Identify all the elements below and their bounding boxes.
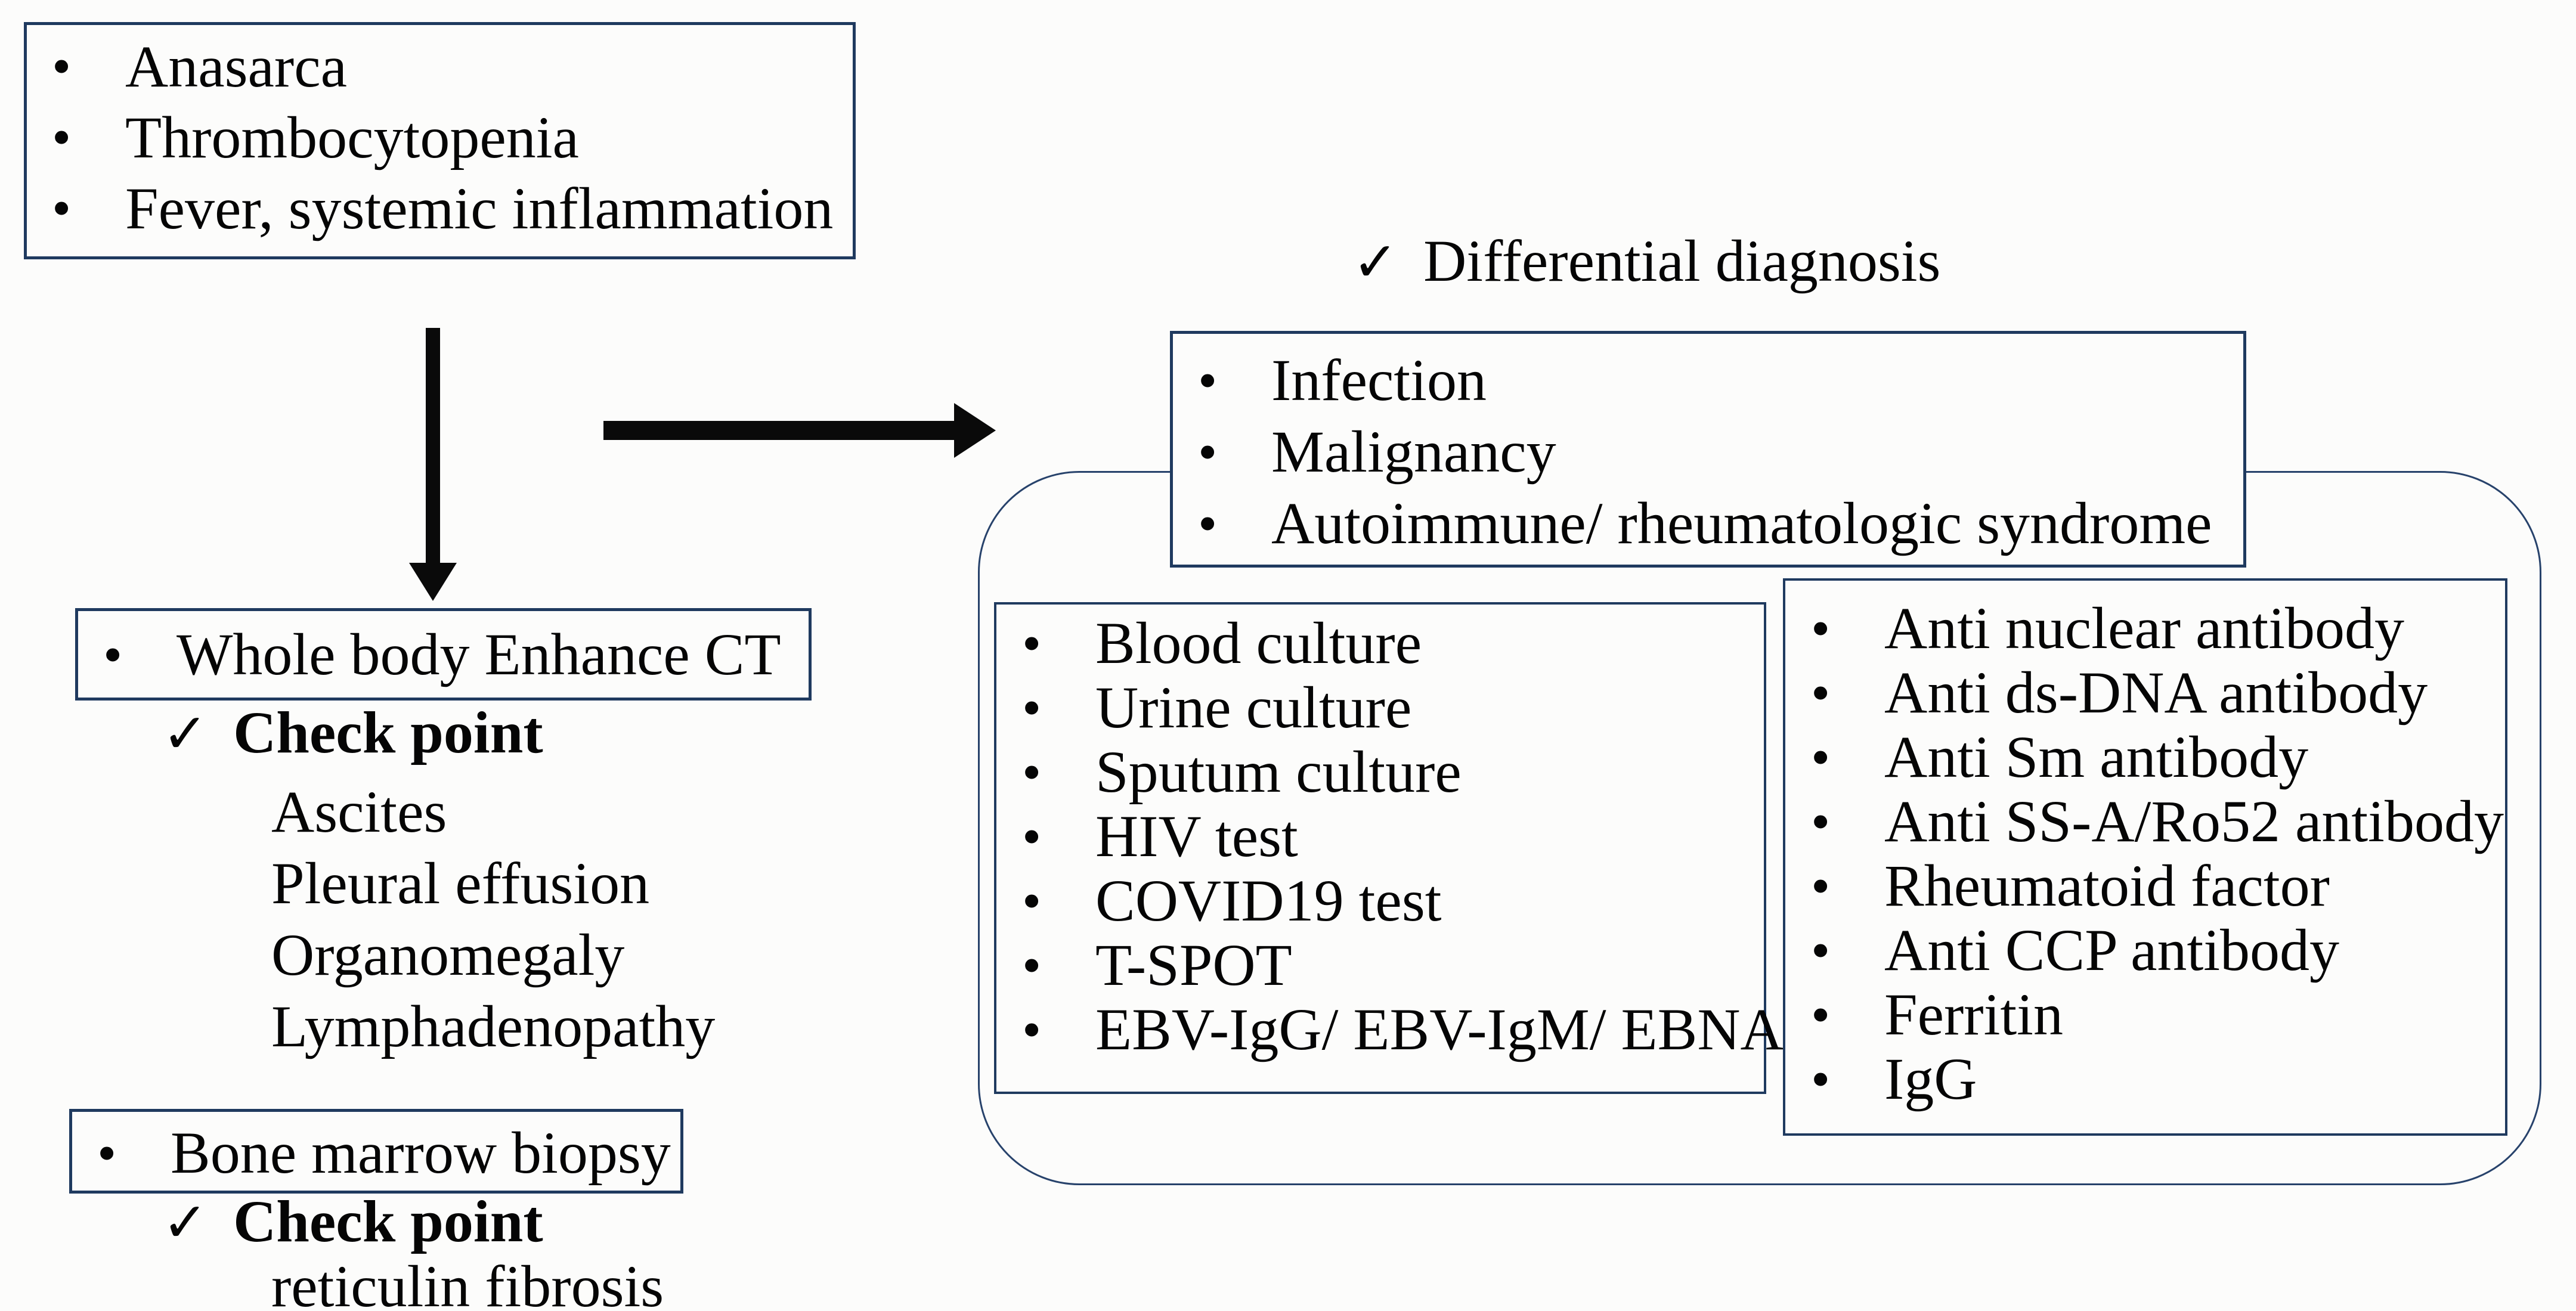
- differential-heading-label: Differential diagnosis: [1423, 228, 1941, 294]
- down-arrow: [426, 328, 440, 565]
- list-item: Anasarca: [27, 31, 850, 102]
- bone-marrow-box: [69, 1109, 683, 1194]
- ct-box: [75, 608, 812, 701]
- list-item: Anti ds-DNA antibody: [1786, 661, 2501, 726]
- differential-heading: ✓ Differential diagnosis: [1352, 231, 1940, 292]
- list-item: Urine culture: [997, 675, 1760, 740]
- list-item: COVID19 test: [997, 869, 1760, 934]
- list-item: IgG: [1786, 1047, 2501, 1112]
- check-icon: ✓: [1352, 230, 1399, 294]
- check-icon: ✓: [162, 702, 209, 765]
- list-item: Ascites: [271, 779, 447, 845]
- checkpoint-ct: ✓Check point: [162, 703, 543, 764]
- autoimmune-tests-list: Anti nuclear antibodyAnti ds-DNA antibod…: [1786, 596, 2504, 1112]
- differential-list: InfectionMalignancyAutoimmune/ rheumatol…: [1173, 345, 2240, 559]
- list-item: Fever, systemic inflammation: [27, 173, 850, 244]
- infection-tests-list: Blood cultureUrine cultureSputum culture…: [997, 611, 1784, 1062]
- ct-list: Whole body Enhance CT: [78, 625, 806, 685]
- autoimmune-tests-box: [1783, 578, 2507, 1136]
- right-arrow: [603, 421, 956, 440]
- checkpoint-bone-marrow-sublist: reticulin fibrosis: [271, 1251, 868, 1311]
- symptom-box: [24, 22, 856, 259]
- list-item: Sputum culture: [997, 740, 1760, 805]
- list-item: Rheumatoid factor: [1786, 854, 2501, 919]
- list-item: Anti CCP antibody: [1786, 918, 2501, 983]
- list-item: EBV-IgG/ EBV-IgM/ EBNA: [997, 997, 1784, 1062]
- list-item: Infection: [1173, 345, 2240, 416]
- list-item: Whole body Enhance CT: [78, 625, 806, 685]
- down-arrow-head: [409, 563, 457, 601]
- list-item: T-SPOT: [997, 933, 1760, 998]
- list-item: Organomegaly: [271, 922, 625, 988]
- checkpoint-ct-label: Check point: [233, 699, 543, 765]
- list-item: Bone marrow biopsy: [72, 1123, 674, 1183]
- check-icon: ✓: [162, 1191, 209, 1254]
- list-item: Lymphadenopathy: [271, 993, 716, 1059]
- checkpoint-bone-marrow: ✓Check point: [162, 1192, 543, 1253]
- symptom-list: AnasarcaThrombocytopeniaFever, systemic …: [27, 31, 850, 244]
- list-item: Ferritin: [1786, 983, 2501, 1047]
- list-item: Anti SS-A/Ro52 antibody: [1786, 789, 2504, 854]
- right-arrow-head: [954, 403, 996, 458]
- checkpoint-bone-marrow-label: Check point: [233, 1188, 543, 1254]
- list-item: reticulin fibrosis: [271, 1253, 664, 1311]
- bone-marrow-list: Bone marrow biopsy: [72, 1123, 674, 1183]
- list-item: Thrombocytopenia: [27, 102, 850, 173]
- list-item: Anti nuclear antibody: [1786, 596, 2501, 661]
- list-item: Blood culture: [997, 611, 1760, 676]
- list-item: Pleural effusion: [271, 850, 650, 916]
- list-item: Malignancy: [1173, 416, 2240, 488]
- list-item: Autoimmune/ rheumatologic syndrome: [1173, 488, 2240, 559]
- list-item: HIV test: [997, 804, 1760, 869]
- list-item: Anti Sm antibody: [1786, 725, 2501, 790]
- infection-tests-box: [994, 602, 1766, 1094]
